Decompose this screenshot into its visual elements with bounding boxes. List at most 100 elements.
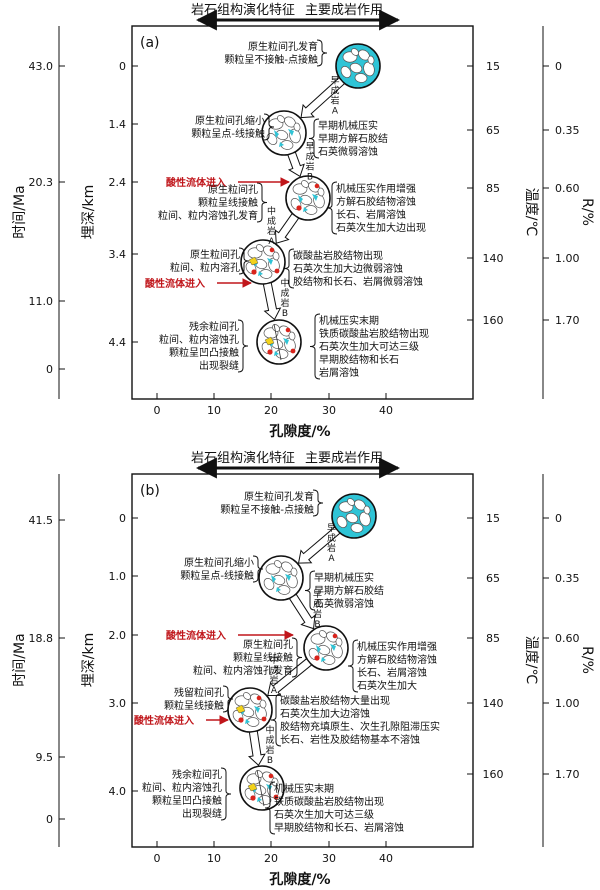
right-note-line: 胶结物充填原生、次生孔隙阻滞压实 [280, 720, 440, 733]
left-brace [237, 319, 249, 373]
left-note-line: 颗粒呈凹凸接触 [152, 794, 222, 807]
left-note-line: 残余粒间孔 [189, 320, 239, 333]
right-note-line: 石英次生加大边溶蚀 [280, 707, 370, 720]
porosity-tick-label: 40 [379, 404, 393, 417]
header-right-label: 主要成岩作用 [305, 451, 383, 466]
right-brace [270, 693, 282, 747]
svg-text:岩: 岩 [313, 608, 322, 620]
porosity-tick-label: 0 [154, 852, 161, 865]
svg-text:岩: 岩 [330, 95, 339, 107]
right-note-line: 长石、岩性及胶结物基本不溶蚀 [280, 733, 420, 746]
depth-tick-label: 1.4 [109, 118, 127, 131]
svg-text:岩: 岩 [267, 225, 276, 237]
svg-text:A: A [268, 237, 275, 247]
r-tick-label: 0 [555, 512, 562, 525]
header-left-label: 岩石组构演化特征 [191, 2, 295, 18]
left-note-line: 粒间、粒内溶孔 [170, 261, 240, 274]
acid-fluid-label: 酸性流体进入 [145, 277, 205, 290]
right-brace [304, 570, 316, 611]
r-tick-label: 0.60 [555, 182, 580, 195]
rock-fabric-icon [240, 239, 286, 285]
left-note-line: 残留粒间孔 [174, 686, 224, 699]
header-right-label: 主要成岩作用 [305, 3, 383, 18]
left-brace [263, 113, 275, 141]
depth-tick-label: 2.4 [109, 176, 127, 189]
header: 岩石组构演化特征主要成岩作用 [191, 2, 401, 31]
left-brace [222, 685, 234, 713]
time-axis-title: 时间/Ma [12, 633, 28, 686]
left-note-line: 原生粒间孔 [208, 183, 258, 196]
svg-text:早: 早 [327, 523, 336, 534]
depth-tick-label: 2.0 [109, 629, 127, 642]
rock-fabric-icon [227, 687, 273, 733]
right-note-line: 铁质碳酸盐岩胶结物出现 [274, 795, 384, 808]
temp-tick-label: 85 [486, 632, 500, 645]
stage-arrow [267, 658, 313, 696]
right-note-line: 早期方解石胶结 [314, 584, 384, 597]
svg-text:成: 成 [327, 532, 336, 544]
left-note-line: 粒间、粒内溶蚀孔 [159, 333, 239, 346]
rock-fabric-icon [261, 110, 307, 156]
temp-tick-label: 15 [486, 512, 500, 525]
left-brace [220, 767, 232, 821]
time-tick-label: 0 [46, 813, 53, 826]
stage-arrow [287, 151, 305, 178]
svg-text:成: 成 [269, 664, 278, 676]
right-note-line: 胶结物和长石、岩屑微弱溶蚀 [293, 275, 423, 288]
left-brace [291, 637, 303, 678]
left-note-line: 原生粒间孔缩小 [195, 114, 265, 127]
svg-text:B: B [307, 173, 313, 183]
left-note-line: 原生粒间孔 [190, 248, 240, 261]
right-note-line: 石英次生加大边出现 [336, 221, 426, 234]
depth-tick-label: 3.0 [109, 697, 127, 710]
left-note-line: 颗粒呈点-线接触 [180, 569, 254, 582]
left-note-line: 颗粒呈不接触-点接触 [220, 503, 314, 516]
left-note-line: 颗粒呈线接触 [164, 699, 224, 712]
porosity-tick-label: 30 [322, 404, 336, 417]
rock-fabric-icon [256, 319, 302, 365]
svg-text:B: B [282, 309, 288, 319]
temp-tick-label: 140 [483, 252, 504, 265]
right-brace [309, 313, 321, 380]
depth-tick-label: 4.4 [109, 336, 127, 349]
svg-text:中: 中 [280, 277, 289, 289]
left-note-line: 颗粒呈线接触 [233, 651, 293, 664]
r-tick-label: 0 [555, 60, 562, 73]
right-note-line: 石英微弱溶蚀 [318, 145, 378, 158]
acid-fluid-label: 酸性流体进入 [134, 714, 194, 727]
porosity-tick-label: 40 [379, 852, 393, 865]
right-note-line: 早期机械压实 [314, 571, 374, 584]
depth-axis-title: 埋深/km [81, 633, 97, 687]
right-note-line: 岩屑溶蚀 [319, 366, 359, 379]
time-tick-label: 41.5 [29, 514, 54, 527]
right-note-line: 石英微弱溶蚀 [314, 597, 374, 610]
right-note-line: 碳酸盐岩胶结物大量出现 [280, 694, 390, 707]
right-note-line: 方解石胶结物溶蚀 [336, 195, 416, 208]
left-brace [316, 39, 328, 67]
svg-text:A: A [271, 686, 278, 696]
left-note-line: 出现裂缝 [182, 807, 222, 820]
temp-axis-title: 温度/℃ [523, 188, 539, 236]
left-brace [256, 182, 268, 223]
svg-text:岩: 岩 [269, 674, 278, 686]
time-tick-label: 43.0 [29, 60, 54, 73]
svg-text:B: B [267, 756, 273, 766]
svg-text:中: 中 [265, 724, 274, 736]
depth-tick-label: 0 [119, 60, 126, 73]
stage-arrow [247, 730, 266, 767]
depth-tick-label: 1.0 [109, 570, 127, 583]
r-tick-label: 0.35 [555, 124, 580, 137]
header-left-label: 岩石组构演化特征 [191, 450, 295, 466]
svg-text:成: 成 [267, 215, 276, 227]
svg-text:成: 成 [265, 734, 274, 746]
right-brace [347, 639, 359, 693]
right-note-line: 机械压实末期 [274, 782, 334, 795]
acid-fluid-label: 酸性流体进入 [166, 629, 226, 642]
right-brace [308, 118, 320, 159]
